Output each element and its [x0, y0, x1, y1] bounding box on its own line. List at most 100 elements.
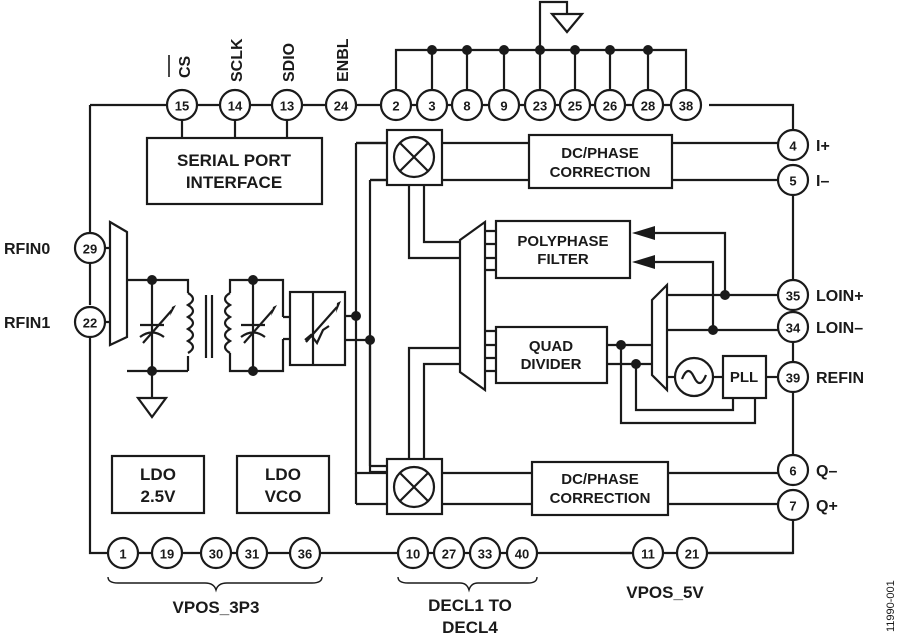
pin-38: 38: [669, 88, 703, 122]
top-pins: 15 14 13 24 2 3 8 9 23 25 26 28 38: [165, 88, 703, 122]
svg-text:DC/PHASE: DC/PHASE: [561, 471, 639, 488]
variable-attenuator: [288, 290, 375, 367]
brace-vpos-3p3: [107, 576, 323, 593]
ldo-vco-block: LDO VCO: [235, 454, 331, 515]
pin-30: 30: [199, 536, 233, 570]
pin-40: 40: [505, 536, 539, 570]
svg-text:2.5V: 2.5V: [141, 487, 177, 506]
polyphase-filter-block: POLYPHASE FILTER: [494, 219, 632, 280]
pin-15: 15: [165, 88, 199, 122]
pin-7: 7: [776, 488, 810, 522]
pin-36: 36: [288, 536, 322, 570]
pin-34: 34: [776, 310, 810, 344]
svg-text:10: 10: [406, 547, 420, 562]
pin-25: 25: [558, 88, 592, 122]
top-signal-labels: CS SCLK SDIO ENBL: [168, 38, 352, 82]
pin-8: 8: [450, 88, 484, 122]
pin-10: 10: [396, 536, 430, 570]
svg-text:35: 35: [786, 289, 800, 304]
pin-35: 35: [776, 278, 810, 312]
pll-block: PLL: [721, 354, 778, 400]
svg-text:6: 6: [789, 464, 796, 479]
svg-text:9: 9: [500, 99, 507, 114]
serial-port-interface-block: SERIAL PORT INTERFACE: [145, 136, 324, 206]
pin-31: 31: [235, 536, 269, 570]
svg-text:LDO: LDO: [140, 465, 176, 484]
pin-11: 11: [631, 536, 665, 570]
label-decl-line2: DECL4: [442, 618, 498, 637]
mixer-q: [385, 457, 444, 516]
svg-text:CORRECTION: CORRECTION: [550, 490, 651, 507]
svg-text:INTERFACE: INTERFACE: [186, 173, 282, 192]
bottom-pins: 1 19 30 31 36 10 27 33 40 11 21: [106, 536, 709, 570]
svg-text:PLL: PLL: [730, 369, 758, 386]
pin-1: 1: [106, 536, 140, 570]
svg-text:2: 2: [392, 99, 399, 114]
mixer-i: [385, 128, 444, 187]
svg-text:28: 28: [641, 99, 655, 114]
pin-6: 6: [776, 453, 810, 487]
ldo-2p5v-block: LDO 2.5V: [110, 454, 206, 515]
svg-text:22: 22: [83, 316, 97, 331]
ground-icon: [135, 396, 169, 419]
pin-2: 2: [379, 88, 413, 122]
label-refin: REFIN: [816, 370, 864, 387]
svg-text:7: 7: [789, 499, 796, 514]
svg-text:29: 29: [83, 242, 97, 257]
svg-text:POLYPHASE: POLYPHASE: [517, 233, 608, 250]
label-sclk: SCLK: [229, 38, 246, 82]
svg-text:30: 30: [209, 547, 223, 562]
pin-27: 27: [432, 536, 466, 570]
lo-input-switch: [650, 282, 669, 393]
dc-phase-correction-i: DC/PHASE CORRECTION: [527, 133, 674, 190]
pin-28: 28: [631, 88, 665, 122]
svg-text:33: 33: [478, 547, 492, 562]
svg-text:36: 36: [298, 547, 312, 562]
pin-4: 4: [776, 128, 810, 162]
pin-33: 33: [468, 536, 502, 570]
label-i-plus: I+: [816, 138, 830, 155]
svg-text:23: 23: [533, 99, 547, 114]
right-pins: 4 I+ 5 I– 35 LOIN+ 34 LOIN– 39 REFIN 6 Q…: [776, 128, 864, 522]
pin-3: 3: [415, 88, 449, 122]
figure-id: 11990-001: [885, 580, 897, 632]
svg-text:21: 21: [685, 547, 699, 562]
ground-icon: [549, 12, 585, 34]
svg-text:4: 4: [789, 139, 797, 154]
label-sdio: SDIO: [281, 43, 298, 82]
rf-input-switch: [108, 220, 129, 347]
pin-19: 19: [150, 536, 184, 570]
svg-text:1: 1: [119, 547, 126, 562]
pin-22: 22: [73, 305, 107, 339]
pin-5: 5: [776, 163, 810, 197]
brace-decl: [397, 576, 538, 593]
chip-boundary: [88, 103, 795, 555]
label-vpos-3p3: VPOS_3P3: [173, 598, 260, 617]
svg-text:CORRECTION: CORRECTION: [550, 164, 651, 181]
svg-text:8: 8: [463, 99, 470, 114]
label-q-minus: Q–: [816, 463, 837, 480]
pin-13: 13: [270, 88, 304, 122]
label-cs: CS: [177, 55, 194, 78]
label-rfin1: RFIN1: [4, 315, 50, 332]
svg-text:3: 3: [428, 99, 435, 114]
svg-text:31: 31: [245, 547, 259, 562]
svg-text:39: 39: [786, 371, 800, 386]
svg-text:25: 25: [568, 99, 582, 114]
pin-26: 26: [593, 88, 627, 122]
svg-text:27: 27: [442, 547, 456, 562]
svg-text:34: 34: [786, 321, 801, 336]
svg-text:LDO: LDO: [265, 465, 301, 484]
lo-select-switch: [458, 219, 487, 393]
label-i-minus: I–: [816, 173, 829, 190]
label-loin-minus: LOIN–: [816, 320, 863, 337]
pin-29: 29: [73, 231, 107, 265]
tuned-input-network: [127, 275, 290, 419]
label-vpos-5v: VPOS_5V: [626, 583, 704, 602]
dc-phase-correction-q: DC/PHASE CORRECTION: [530, 460, 670, 517]
svg-text:15: 15: [175, 99, 189, 114]
pin-14: 14: [218, 88, 252, 122]
svg-text:FILTER: FILTER: [537, 251, 589, 268]
svg-text:DIVIDER: DIVIDER: [521, 356, 582, 373]
